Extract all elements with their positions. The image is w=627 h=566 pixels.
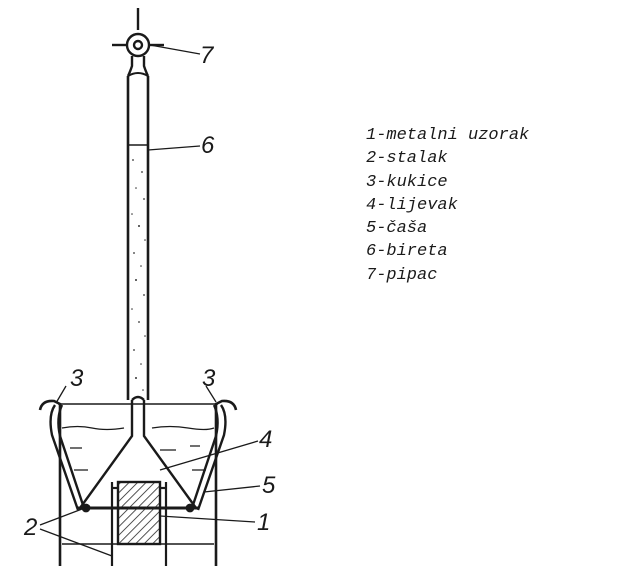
stopcock bbox=[112, 8, 164, 77]
callout-3-right: 3 bbox=[202, 365, 216, 392]
callout-3-left: 3 bbox=[70, 365, 84, 392]
legend-item-6: 6-bireta bbox=[366, 242, 448, 262]
legend-item-5: 5-čaša bbox=[366, 219, 428, 239]
leader-lines bbox=[39, 44, 261, 557]
hooks bbox=[49, 404, 227, 511]
burette bbox=[126, 72, 150, 400]
legend-item-2: 2-stalak bbox=[366, 149, 448, 169]
metal-sample bbox=[116, 480, 162, 546]
liquid-surface bbox=[61, 425, 215, 471]
legend-item-3: 3-kukice bbox=[366, 172, 448, 192]
stand bbox=[62, 482, 214, 566]
callout-2: 2 bbox=[23, 514, 37, 541]
beaker bbox=[38, 399, 238, 566]
callout-5: 5 bbox=[262, 472, 276, 499]
legend: 1-metalni uzorak 2-stalak 3-kukice 4-lij… bbox=[366, 124, 529, 287]
legend-item-4: 4-lijevak bbox=[366, 195, 458, 215]
callout-1: 1 bbox=[257, 509, 270, 536]
burette-fill-dots bbox=[131, 159, 146, 391]
legend-item-1: 1-metalni uzorak bbox=[366, 126, 530, 145]
callout-7: 7 bbox=[200, 42, 215, 69]
callout-6: 6 bbox=[201, 132, 215, 159]
callout-4: 4 bbox=[259, 426, 272, 453]
legend-item-7: 7-pipac bbox=[366, 265, 438, 285]
